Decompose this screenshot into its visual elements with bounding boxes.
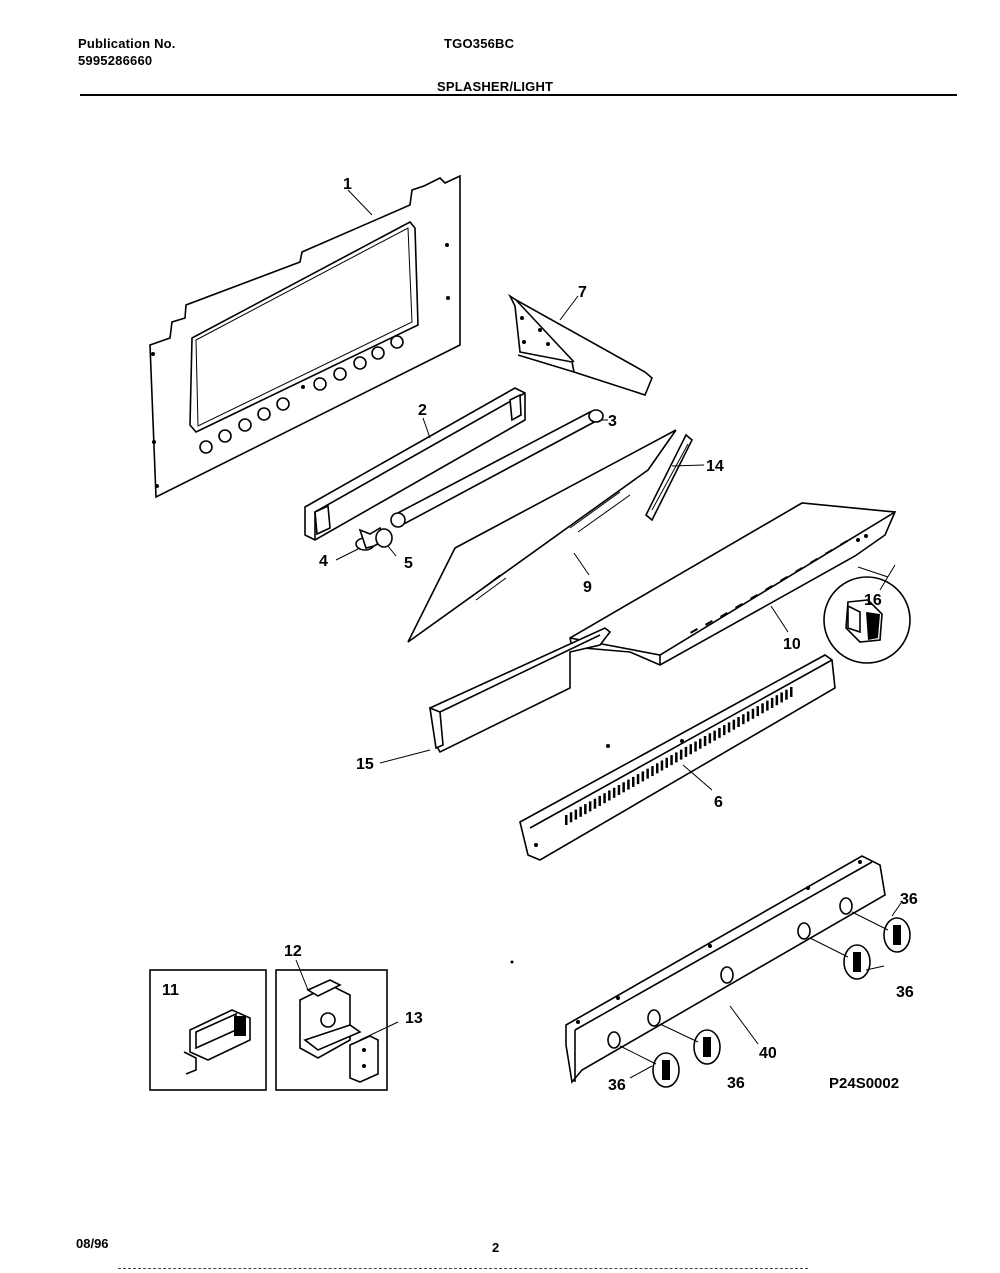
vent-slot [766,700,769,711]
vent-slot [727,722,731,733]
vent-slot [785,689,788,700]
callout-36-right: 36 [896,984,914,1001]
part-36-knobs [619,911,911,1088]
callout-40: 40 [759,1045,777,1062]
callout-9: 9 [583,579,592,596]
vent-slot [579,806,582,817]
vent-slot [761,703,764,714]
part-16-rocker-switch [823,566,911,664]
vent-slot [746,711,750,722]
vent-slot [574,809,578,820]
part-12-13-ignition-box [275,969,388,1091]
vent-slot [703,736,707,746]
vent-slot [622,782,625,793]
vent-slot [689,744,692,755]
footer-rule [118,1268,808,1269]
vent-slot [603,793,606,804]
part-11-transformer-box [149,969,267,1091]
vent-slot [713,730,716,741]
callout-36-left: 36 [608,1077,626,1094]
vent-slot [775,695,779,706]
callout-5: 5 [404,555,413,572]
section-title: SPLASHER/LIGHT [437,79,554,94]
vent-slot [608,790,611,801]
vent-slot [694,741,697,752]
vent-slot [780,692,783,703]
vent-slot [751,708,755,719]
callout-16: 16 [864,592,882,609]
vent-slot [627,779,630,790]
diagram-code: P24S0002 [829,1075,899,1092]
vent-slot [670,755,673,766]
vent-slot [641,771,645,782]
callout-3: 3 [608,413,617,430]
vent-slot [732,719,736,730]
knob-36-a [652,1052,680,1088]
vent-slot [598,795,601,806]
part-40-control-panel [565,855,886,1084]
vent-slot [737,717,740,727]
vent-slot [770,697,774,708]
vent-slot [632,776,635,787]
vent-slot [584,804,587,815]
vent-slot [684,746,688,757]
vent-slot [665,757,668,768]
part-3-fluorescent-tube [390,409,604,528]
model-number: TGO356BC [444,36,515,51]
vent-slot [790,687,793,697]
callout-15: 15 [356,756,374,773]
vent-slot [699,738,702,749]
part-1-splasher-panel [149,174,461,499]
callout-7: 7 [578,284,587,301]
callout-1: 1 [343,176,352,193]
vent-slot [588,801,592,812]
part-7-bracket [507,293,653,396]
vent-slot [708,733,712,744]
part-9-glass-panel [407,429,677,643]
vent-slot [718,727,721,738]
publication-number: 5995286660 [78,53,153,68]
vent-slot [565,815,568,825]
callout-2: 2 [418,402,427,419]
vent-slot [660,760,664,771]
vent-slot [742,714,745,725]
vent-slot [617,785,621,795]
vent-slot [569,812,573,823]
vent-slot [646,768,649,779]
vent-slot [656,763,659,774]
callout-6: 6 [714,794,723,811]
vent-slot [756,706,759,717]
callout-36-top: 36 [900,891,918,908]
callout-13: 13 [405,1010,423,1027]
publication-label: Publication No. [78,36,176,51]
part-14-trim-strip [645,433,693,522]
part-10-light-shield [569,502,897,666]
vent-slot [636,774,640,785]
header-rule [80,94,957,96]
part-6-vented-trim [519,654,836,861]
footer-date: 08/96 [76,1236,109,1251]
callout-10: 10 [783,636,801,653]
part-15-support-rail [429,627,612,754]
knob-36-b [693,1029,721,1065]
vent-slot [612,787,616,798]
vent-slot [651,766,654,776]
leader-lines [295,189,902,1079]
callout-4: 4 [319,553,328,570]
callout-11: 11 [162,982,179,999]
knob-36-c [843,944,871,980]
part-4-5-lamp-holder [355,526,393,551]
callout-12: 12 [284,943,302,960]
part-2-light-channel [304,387,526,541]
page-number: 2 [492,1240,500,1255]
vent-slot [723,725,726,736]
vent-slot [679,749,683,760]
knob-36-d [883,917,911,953]
callout-36-middle: 36 [727,1075,745,1092]
vent-slot [675,752,678,763]
vent-slot [593,798,597,809]
callout-14: 14 [706,458,724,475]
